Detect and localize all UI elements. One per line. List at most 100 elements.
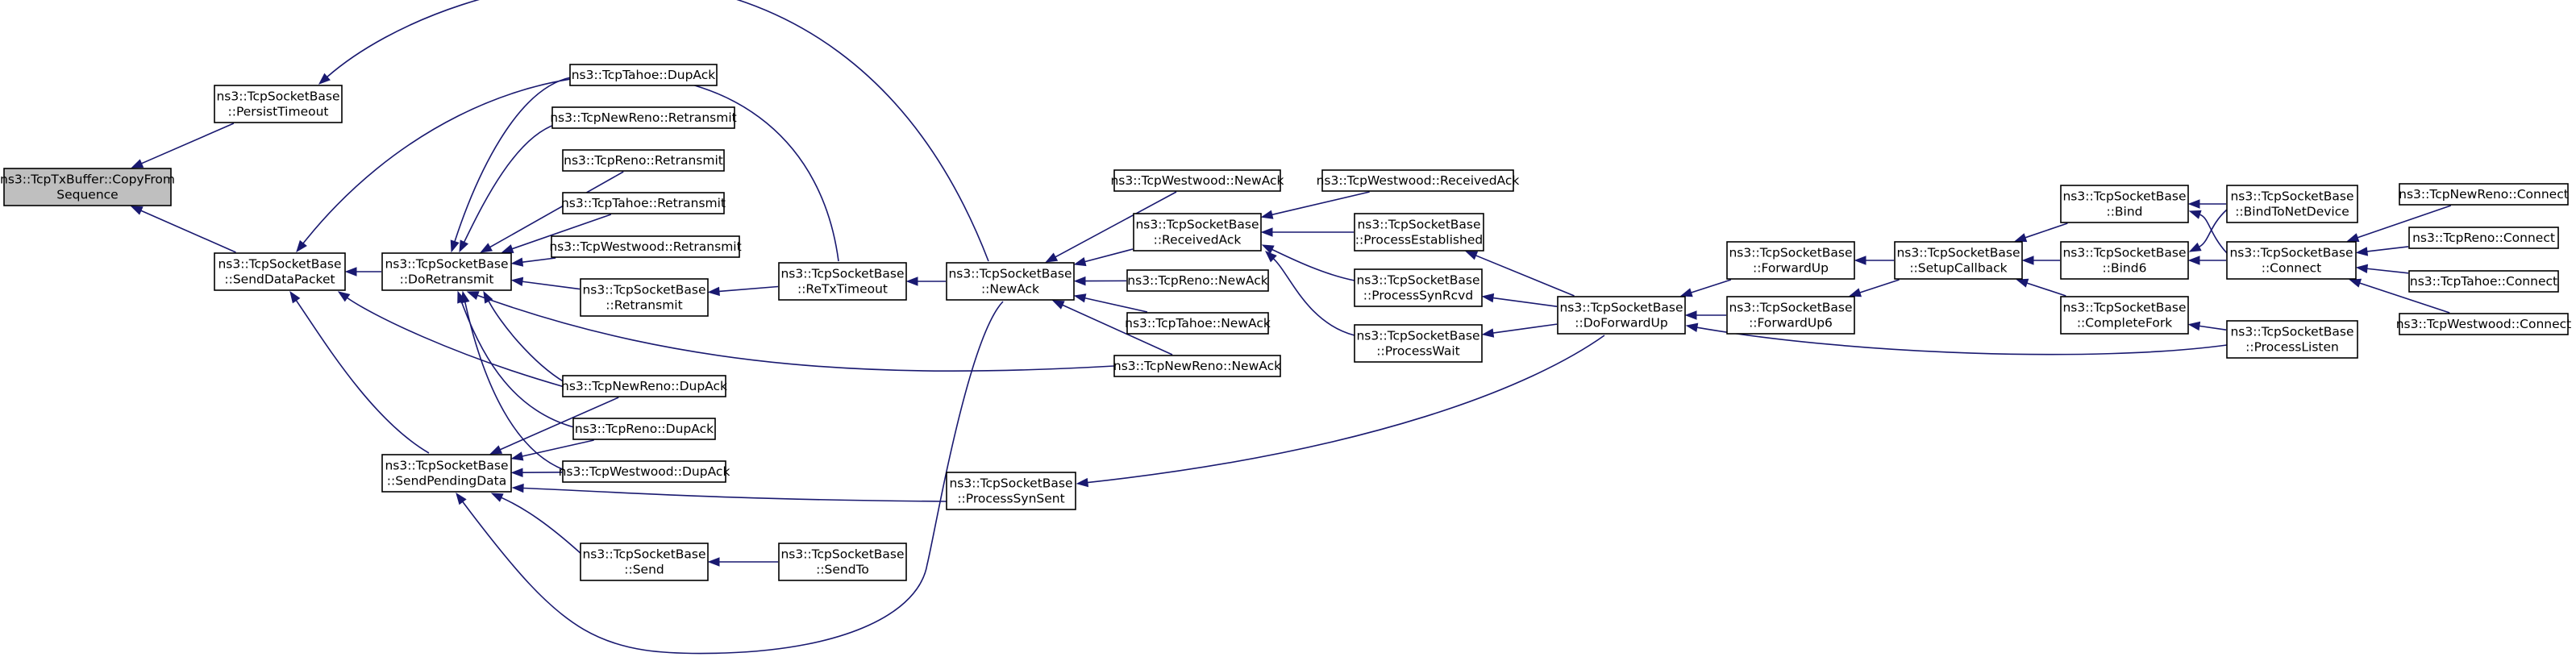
node-westwoodNewAck[interactable]: ns3::TcpWestwood::NewAck bbox=[1110, 169, 1284, 192]
node-label-line: ::SendTo bbox=[816, 563, 869, 577]
node-label-line: ns3::TcpReno::DupAck bbox=[575, 422, 714, 436]
node-westwoodReceivedAck[interactable]: ns3::TcpWestwood::ReceivedAck bbox=[1317, 169, 1520, 192]
node-setupCallback[interactable]: ns3::TcpSocketBase::SetupCallback bbox=[1894, 241, 2023, 280]
edge-completeFork-to-setupCallback bbox=[2026, 282, 2066, 297]
node-label-line: ns3::TcpSocketBase bbox=[1135, 218, 1259, 232]
node-forwardUp[interactable]: ns3::TcpSocketBase::ForwardUp bbox=[1726, 241, 1855, 280]
node-retransmit[interactable]: ns3::TcpSocketBase::Retransmit bbox=[580, 278, 709, 317]
node-label-line: ::ForwardUp6 bbox=[1749, 316, 1833, 331]
node-box bbox=[1133, 213, 1262, 252]
edge-reTxTimeout-to-retransmit-arrowhead bbox=[707, 286, 720, 297]
node-send[interactable]: ns3::TcpSocketBase::Send bbox=[580, 543, 709, 581]
node-reTxTimeout[interactable]: ns3::TcpSocketBase::ReTxTimeout bbox=[778, 262, 907, 301]
edge-sendPendingData-to-sendDataPacket bbox=[295, 300, 430, 454]
edge-processWait-to-receivedAck bbox=[1272, 258, 1355, 336]
node-box bbox=[1726, 241, 1855, 280]
node-bind6[interactable]: ns3::TcpSocketBase::Bind6 bbox=[2060, 241, 2189, 280]
node-newRenoConnect[interactable]: ns3::TcpNewReno::Connect bbox=[2399, 183, 2569, 206]
node-label-line: ns3::TcpNewReno::DupAck bbox=[561, 379, 727, 393]
node-tahoeNewAck[interactable]: ns3::TcpTahoe::NewAck bbox=[1125, 312, 1271, 335]
node-box bbox=[551, 235, 740, 258]
node-newRenoNewAck[interactable]: ns3::TcpNewReno::NewAck bbox=[1113, 355, 1281, 377]
node-processSynRcvd[interactable]: ns3::TcpSocketBase::ProcessSynRcvd bbox=[1354, 268, 1483, 307]
node-sendDataPacket[interactable]: ns3::TcpSocketBase::SendDataPacket bbox=[214, 252, 346, 291]
edge-tahoeRetransmit-to-doRetransmit-arrowhead bbox=[501, 244, 514, 253]
node-renoNewAck[interactable]: ns3::TcpReno::NewAck bbox=[1126, 269, 1269, 292]
node-forwardUp6[interactable]: ns3::TcpSocketBase::ForwardUp6 bbox=[1726, 296, 1855, 335]
edge-westwoodRetransmit-to-doRetransmit bbox=[522, 257, 556, 263]
node-westwoodDupAck[interactable]: ns3::TcpWestwood::DupAck bbox=[559, 460, 730, 483]
node-box bbox=[2226, 185, 2358, 223]
edge-processListen-to-doForwardUp-arrowhead bbox=[1685, 322, 1699, 332]
call-edges bbox=[130, 0, 2452, 655]
node-label-line: ns3::TcpSocketBase bbox=[1356, 329, 1479, 343]
node-sendTo[interactable]: ns3::TcpSocketBase::SendTo bbox=[778, 543, 907, 581]
node-newRenoRetransmit[interactable]: ns3::TcpNewReno::Retransmit bbox=[550, 106, 737, 129]
node-tahoeRetransmit[interactable]: ns3::TcpTahoe::Retransmit bbox=[561, 192, 726, 214]
edge-newAck-to-sendPendingData bbox=[462, 301, 1004, 655]
node-renoConnect[interactable]: ns3::TcpReno::Connect bbox=[2408, 227, 2559, 249]
node-label-line: ns3::TcpTxBuffer::CopyFrom bbox=[0, 173, 175, 187]
node-sendPendingData[interactable]: ns3::TcpSocketBase::SendPendingData bbox=[381, 454, 512, 493]
node-receivedAck[interactable]: ns3::TcpSocketBase::ReceivedAck bbox=[1133, 213, 1262, 252]
node-renoRetransmit[interactable]: ns3::TcpReno::Retransmit bbox=[562, 149, 725, 172]
edge-newRenoDupAck-to-doRetransmit-arrowhead bbox=[483, 290, 493, 304]
node-tahoeDupAck[interactable]: ns3::TcpTahoe::DupAck bbox=[569, 64, 718, 86]
node-doForwardUp[interactable]: ns3::TcpSocketBase::DoForwardUp bbox=[1557, 296, 1686, 335]
edge-westwoodDupAck-to-doRetransmit-arrowhead bbox=[460, 290, 470, 304]
edge-persistTimeout-to-copyFrom bbox=[141, 123, 235, 164]
node-bind[interactable]: ns3::TcpSocketBase::Bind bbox=[2060, 185, 2189, 223]
edge-newRenoNewAck-to-doRetransmit bbox=[476, 294, 1115, 372]
node-newRenoDupAck[interactable]: ns3::TcpNewReno::DupAck bbox=[561, 375, 727, 397]
node-completeFork[interactable]: ns3::TcpSocketBase::CompleteFork bbox=[2060, 296, 2189, 335]
edge-sendDataPacket-to-copyFrom bbox=[140, 210, 236, 253]
edge-forwardUp6-to-doForwardUp-arrowhead bbox=[1684, 310, 1697, 320]
node-newAck[interactable]: ns3::TcpSocketBase::NewAck bbox=[946, 262, 1075, 301]
edge-send-to-sendPendingData bbox=[501, 497, 583, 555]
node-label-line: ns3::TcpSocketBase bbox=[218, 257, 341, 272]
node-box bbox=[1354, 213, 1484, 252]
edge-retransmit-to-doRetransmit bbox=[522, 281, 581, 290]
node-label-line: ns3::TcpSocketBase bbox=[1356, 273, 1479, 288]
edge-forwardUp-to-doForwardUp-arrowhead bbox=[1679, 288, 1693, 297]
node-label-line: ::ForwardUp bbox=[1753, 261, 1829, 276]
edge-send-to-sendPendingData-arrowhead bbox=[490, 493, 504, 502]
node-label-line: ::NewAck bbox=[981, 282, 1039, 297]
node-westwoodRetransmit[interactable]: ns3::TcpWestwood::Retransmit bbox=[549, 235, 742, 258]
edge-sendTo-to-send-arrowhead bbox=[707, 557, 720, 567]
edge-newRenoDupAck-to-sendPendingData-arrowhead bbox=[489, 445, 503, 455]
node-label-line: ::ProcessSynRcvd bbox=[1363, 289, 1473, 303]
node-label-line: ::Send bbox=[624, 563, 664, 577]
edge-tahoeNewAck-to-newAck bbox=[1084, 297, 1148, 313]
node-box bbox=[1557, 296, 1686, 335]
node-westwoodConnect[interactable]: ns3::TcpWestwood::Connect bbox=[2396, 313, 2572, 335]
node-persistTimeout[interactable]: ns3::TcpSocketBase::PersistTimeout bbox=[214, 85, 343, 123]
node-processSynSent[interactable]: ns3::TcpSocketBase::ProcessSynSent bbox=[946, 472, 1076, 510]
edge-westwoodDupAck-to-doRetransmit bbox=[464, 301, 565, 471]
edge-newRenoNewAck-to-doRetransmit-arrowhead bbox=[466, 291, 480, 300]
node-label-line: ns3::TcpTahoe::Connect bbox=[2410, 274, 2557, 289]
node-label-line: ::CompleteFork bbox=[2077, 316, 2172, 331]
node-processListen[interactable]: ns3::TcpSocketBase::ProcessListen bbox=[2226, 320, 2358, 359]
edge-reTxTimeout-to-retransmit bbox=[718, 285, 779, 293]
edge-connect-to-bind-arrowhead bbox=[2188, 210, 2202, 219]
node-tahoeConnect[interactable]: ns3::TcpTahoe::Connect bbox=[2408, 270, 2559, 293]
node-label-line: ns3::TcpSocketBase bbox=[780, 267, 904, 281]
node-label-line: ::Connect bbox=[2262, 261, 2322, 276]
edge-renoDupAck-to-sendPendingData-arrowhead bbox=[510, 451, 524, 461]
edge-bind-to-setupCallback-arrowhead bbox=[2014, 233, 2028, 243]
node-connect[interactable]: ns3::TcpSocketBase::Connect bbox=[2226, 241, 2357, 280]
node-label-line: ns3::TcpWestwood::NewAck bbox=[1110, 173, 1284, 188]
node-renoDupAck[interactable]: ns3::TcpReno::DupAck bbox=[572, 418, 716, 440]
node-label-line: ns3::TcpSocketBase bbox=[1896, 246, 2020, 260]
node-processEstablished[interactable]: ns3::TcpSocketBase::ProcessEstablished bbox=[1354, 213, 1484, 252]
node-label-line: ns3::TcpSocketBase bbox=[1729, 246, 1852, 260]
node-label-line: ns3::TcpNewReno::NewAck bbox=[1113, 359, 1281, 373]
node-doRetransmit[interactable]: ns3::TcpSocketBase::DoRetransmit bbox=[381, 252, 512, 291]
edge-westwoodNewAck-to-newAck-arrowhead bbox=[1045, 252, 1059, 263]
node-label-line: ::Retransmit bbox=[606, 298, 682, 313]
node-processWait[interactable]: ns3::TcpSocketBase::ProcessWait bbox=[1354, 324, 1483, 363]
node-bindToNetDevice[interactable]: ns3::TcpSocketBase::BindToNetDevice bbox=[2226, 185, 2358, 223]
edge-renoRetransmit-to-doRetransmit bbox=[489, 171, 624, 248]
